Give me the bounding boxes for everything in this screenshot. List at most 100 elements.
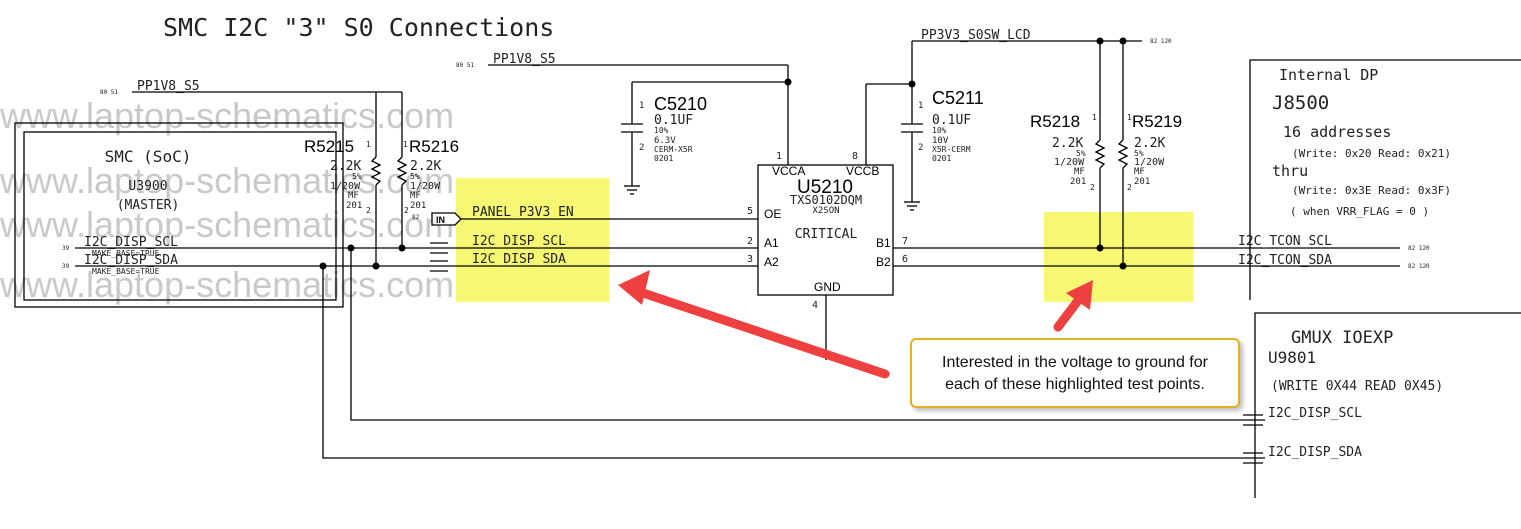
svg-text:201: 201 <box>410 201 426 211</box>
svg-text:MF: MF <box>1134 167 1145 177</box>
junction-dot <box>1119 262 1127 270</box>
svg-text:3: 3 <box>747 254 753 265</box>
svg-text:1: 1 <box>1092 113 1097 122</box>
svg-text:MAKE_BASE=TRUE: MAKE_BASE=TRUE <box>92 267 160 276</box>
gmux-ref: U9801 <box>1268 348 1316 367</box>
junction-dot <box>398 244 406 252</box>
gmux-block: GMUX IOEXP U9801 (WRITE 0X44 READ 0X45) … <box>1243 312 1521 498</box>
svg-text:MF: MF <box>410 191 421 201</box>
u5210-ref: U5210 <box>797 177 853 198</box>
svg-text:0.1UF: 0.1UF <box>932 113 971 128</box>
dp-title: Internal DP <box>1279 66 1378 84</box>
svg-text:1: 1 <box>403 140 408 149</box>
pp1v8-label-mid: PP1V8_S5 <box>493 52 556 67</box>
svg-text:B2: B2 <box>876 255 891 269</box>
gmux-title: GMUX IOEXP <box>1291 328 1393 348</box>
svg-text:( when VRR_FLAG = 0 ): ( when VRR_FLAG = 0 ) <box>1290 205 1429 218</box>
callout-line-1: Interested in the voltage to ground for <box>942 354 1208 371</box>
svg-text:82 120: 82 120 <box>1408 245 1430 252</box>
svg-text:VCCB: VCCB <box>846 164 879 178</box>
svg-text:82 120: 82 120 <box>1408 263 1430 270</box>
pp1v8-refs-left: 80 51 <box>100 89 118 96</box>
arrow-head-icon <box>618 270 650 305</box>
svg-text:2.2K: 2.2K <box>330 159 361 174</box>
svg-text:X5R-CERM: X5R-CERM <box>932 145 971 154</box>
smc-role: (MASTER) <box>117 198 180 213</box>
svg-text:1/20W: 1/20W <box>1054 157 1085 168</box>
resistor-r5219: R5219 1 2 2.2K 5% 1/20W MF 201 <box>1117 41 1182 266</box>
watermark-text: www.laptop-schematics.com <box>0 160 454 201</box>
svg-text:R5218: R5218 <box>1030 112 1080 131</box>
annotation-callout: Interested in the voltage to ground for … <box>910 338 1240 408</box>
smc-name: SMC (SoC) <box>105 147 192 166</box>
svg-text:0.1UF: 0.1UF <box>654 113 693 128</box>
svg-text:OE: OE <box>764 207 781 221</box>
watermark-text: www.laptop-schematics.com <box>0 95 454 136</box>
svg-text:A1: A1 <box>764 236 779 250</box>
svg-text:(Write: 0x20 Read: 0x21): (Write: 0x20 Read: 0x21) <box>1292 147 1451 160</box>
svg-text:82: 82 <box>412 214 420 221</box>
svg-text:5%: 5% <box>352 172 362 181</box>
svg-text:2: 2 <box>404 206 409 215</box>
svg-text:6.3V: 6.3V <box>654 136 676 146</box>
svg-text:201: 201 <box>346 201 362 211</box>
u5210-critical: CRITICAL <box>795 227 858 242</box>
svg-text:2: 2 <box>747 236 753 247</box>
capacitor-c5211: C5211 1 2 0.1UF 10% 10V X5R-CERM 0201 <box>901 88 984 211</box>
svg-text:thru: thru <box>1272 162 1308 180</box>
svg-text:1: 1 <box>366 140 371 149</box>
pp1v8-refs-mid: 80 51 <box>456 62 474 69</box>
disp-sda-label: I2C_DISP_SDA <box>472 252 566 267</box>
svg-text:2.2K: 2.2K <box>410 159 441 174</box>
svg-text:1/20W: 1/20W <box>410 181 441 192</box>
svg-text:2.2K: 2.2K <box>1052 136 1083 151</box>
smc-scl-label: I2C_DISP_SCL <box>84 235 178 250</box>
svg-text:R5219: R5219 <box>1132 112 1182 131</box>
svg-text:39: 39 <box>62 245 70 252</box>
svg-text:MF: MF <box>348 191 359 201</box>
pp3v3-refs: 82 120 <box>1150 38 1172 45</box>
junction-dot <box>372 262 380 270</box>
svg-text:10V: 10V <box>932 136 949 146</box>
highlight-a-side <box>456 178 609 302</box>
capacitor-c5210: C5210 1 2 0.1UF 10% 6.3V CERM-X5R 0201 <box>621 82 707 195</box>
resistor-r5218: R5218 1 2 2.2K 5% 1/20W MF 201 <box>1030 41 1106 248</box>
watermark-text: www.laptop-schematics.com <box>0 264 454 305</box>
svg-text:VCCA: VCCA <box>772 164 805 178</box>
svg-text:B1: B1 <box>876 236 891 250</box>
svg-text:1: 1 <box>639 101 644 111</box>
tcon-scl-label: I2C_TCON_SCL <box>1238 234 1332 249</box>
arrow-head-icon <box>1066 280 1093 310</box>
svg-text:6: 6 <box>902 254 908 265</box>
svg-text:201: 201 <box>1070 177 1086 187</box>
svg-text:7: 7 <box>902 236 908 247</box>
annotation-arrows <box>618 270 1093 379</box>
svg-text:MF: MF <box>1074 167 1085 177</box>
svg-text:C5211: C5211 <box>932 88 984 108</box>
svg-text:2: 2 <box>918 143 923 153</box>
gmux-addr: (WRITE 0X44 READ 0X45) <box>1271 379 1443 394</box>
pp1v8-label-left: PP1V8_S5 <box>137 79 200 94</box>
dp-ref: J8500 <box>1272 92 1329 114</box>
svg-text:2: 2 <box>639 143 644 153</box>
watermark-group: www.laptop-schematics.com www.laptop-sch… <box>0 95 454 305</box>
callout-line-2: each of these highlighted test points. <box>945 376 1205 393</box>
svg-text:2: 2 <box>1090 183 1095 192</box>
panel-en-label: PANEL_P3V3_EN <box>472 205 574 220</box>
svg-text:39: 39 <box>62 263 70 270</box>
svg-text:10%: 10% <box>932 126 947 135</box>
i2c-tcon-bus: I2C_TCON_SCL I2C_TCON_SDA 82 120 82 120 <box>893 234 1430 270</box>
svg-text:1/20W: 1/20W <box>1134 157 1165 168</box>
svg-text:0201: 0201 <box>932 154 951 163</box>
schematic-title: SMC I2C "3" S0 Connections <box>163 13 554 42</box>
svg-text:10%: 10% <box>654 126 669 135</box>
disp-scl-label: I2C_DISP_SCL <box>472 234 566 249</box>
svg-text:C5210: C5210 <box>654 94 707 114</box>
svg-text:5%: 5% <box>1076 149 1086 158</box>
svg-text:16 addresses: 16 addresses <box>1283 123 1391 141</box>
gmux-sda-label: I2C_DISP_SDA <box>1268 445 1362 460</box>
u5210-part: TXS0102DQM <box>790 193 862 207</box>
smc-ref: U3900 <box>128 179 167 194</box>
svg-text:5: 5 <box>747 206 753 217</box>
